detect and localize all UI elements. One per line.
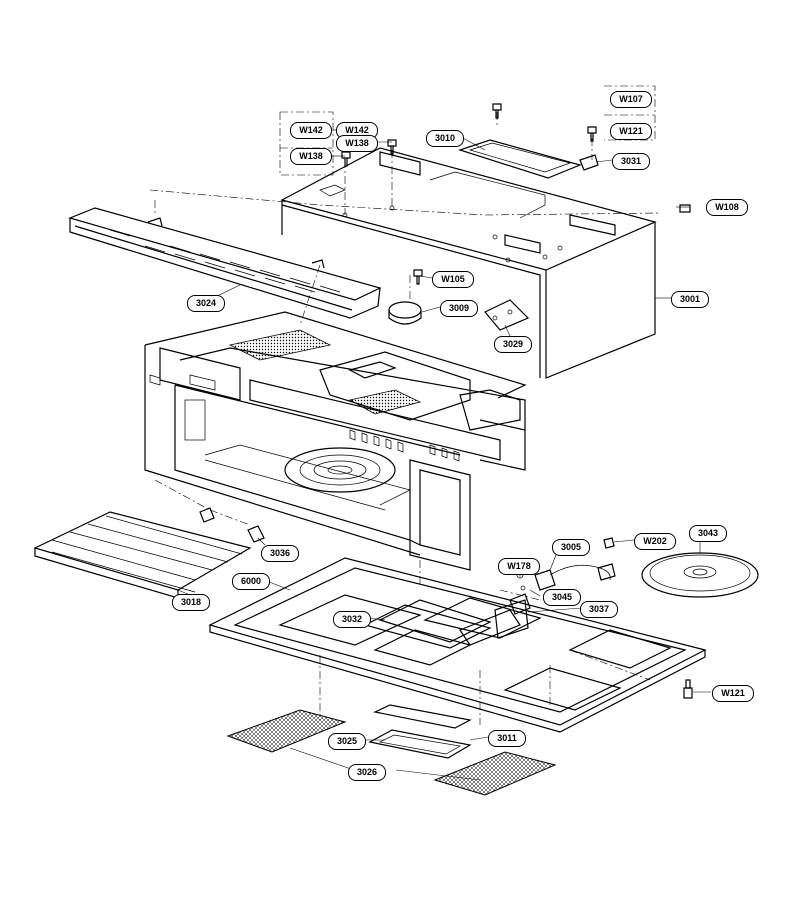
glass-tray	[641, 552, 759, 598]
vent-grille	[68, 207, 382, 319]
callout-3029: 3029	[494, 336, 532, 353]
callout-w138-lower: W138	[290, 148, 332, 165]
wiring-parts	[494, 563, 616, 639]
callout-w202: W202	[634, 533, 676, 550]
callout-3037: 3037	[580, 601, 618, 618]
cavity-fasteners	[199, 507, 265, 543]
wire-rack	[33, 511, 252, 599]
callout-3026: 3026	[348, 764, 386, 781]
callout-6000: 6000	[232, 573, 270, 590]
callout-3024: 3024	[187, 295, 225, 312]
callout-w105: W105	[432, 271, 474, 288]
callout-3036: 3036	[261, 545, 299, 562]
callout-3043: 3043	[689, 525, 727, 542]
leader-lines	[177, 129, 711, 781]
assembly-lines	[149, 112, 661, 725]
callout-3045: 3045	[543, 589, 581, 606]
small-parts-top	[388, 299, 530, 331]
callout-3009: 3009	[440, 300, 478, 317]
callout-w121-top: W121	[610, 123, 652, 140]
control-bracket	[458, 139, 599, 179]
callout-w178: W178	[498, 558, 540, 575]
callout-3010: 3010	[426, 130, 464, 147]
callout-3018: 3018	[172, 594, 210, 611]
callout-w108: W108	[706, 199, 748, 216]
callout-w138-upper: W138	[336, 135, 378, 152]
top-screws	[341, 103, 691, 549]
bottom-screw	[683, 679, 693, 699]
filter-parts	[226, 704, 557, 796]
callout-3031: 3031	[612, 153, 650, 170]
base-plate	[208, 557, 707, 733]
callout-3005: 3005	[552, 539, 590, 556]
outer-cabinet	[280, 147, 657, 379]
callout-3001: 3001	[671, 291, 709, 308]
callout-3032: 3032	[333, 611, 371, 628]
callout-3011: 3011	[488, 730, 526, 747]
oven-chassis	[144, 311, 527, 571]
callout-w121-bottom: W121	[712, 685, 754, 702]
callout-w142-left: W142	[290, 122, 332, 139]
callout-w107: W107	[610, 91, 652, 108]
callout-3025: 3025	[328, 733, 366, 750]
